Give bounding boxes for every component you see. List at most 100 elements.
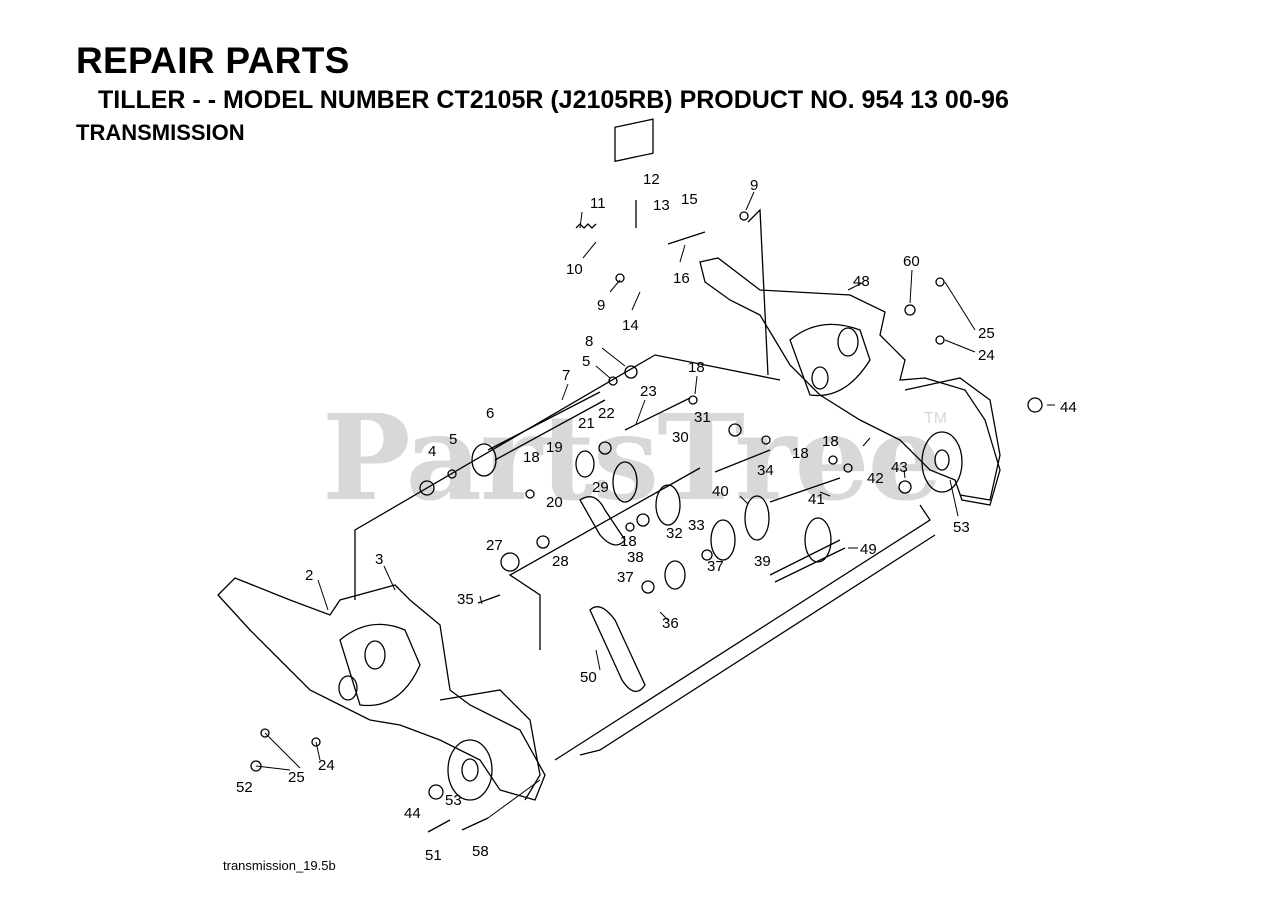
callout-15: 15 [681, 191, 698, 208]
sprocket-49 [804, 517, 832, 563]
leader [561, 383, 569, 401]
leader [944, 339, 976, 353]
gear-6 [471, 443, 497, 477]
callout-28: 28 [552, 553, 569, 570]
callout-4: 4 [428, 443, 436, 460]
callout-37: 37 [617, 569, 634, 586]
frame-outline-mid [508, 467, 701, 650]
callout-2: 2 [305, 567, 313, 584]
callout-52: 52 [236, 779, 253, 796]
bearing-44b [428, 784, 444, 800]
gear-21 [575, 450, 595, 478]
callout-34: 34 [757, 462, 774, 479]
callout-21: 21 [578, 415, 595, 432]
callout-41: 41 [808, 491, 825, 508]
page-subtitle: TILLER - - MODEL NUMBER CT2105R (J2105RB… [98, 86, 1009, 114]
right-housing-bore [837, 327, 859, 357]
callout-12: 12 [643, 171, 660, 188]
callout-53: 53 [953, 519, 970, 536]
callout-6: 6 [486, 405, 494, 422]
frame-outline-top [354, 354, 781, 600]
callout-14: 14 [622, 317, 639, 334]
callout-18: 18 [523, 449, 540, 466]
frame-outline-bottom [554, 504, 931, 761]
callout-33: 33 [688, 517, 705, 534]
sprocket-33 [655, 484, 681, 526]
callout-18: 18 [620, 533, 637, 550]
right-cover [904, 377, 1001, 501]
bearing-27 [500, 552, 520, 572]
leader [679, 244, 686, 263]
leader [601, 347, 626, 367]
callout-18: 18 [822, 433, 839, 450]
left-housing-inner [339, 623, 421, 707]
shaft-7b [494, 399, 606, 461]
callout-16: 16 [673, 270, 690, 287]
callout-39: 39 [754, 553, 771, 570]
bolt-51 [427, 819, 451, 833]
leader [694, 375, 698, 395]
leader [264, 732, 301, 769]
callout-19: 19 [546, 439, 563, 456]
callout-38: 38 [627, 549, 644, 566]
right-pulley [921, 431, 963, 493]
callout-8: 8 [585, 333, 593, 350]
callout-25: 25 [978, 325, 995, 342]
callout-40: 40 [712, 483, 729, 500]
callout-9: 9 [750, 177, 758, 194]
washer-9b [615, 273, 625, 283]
leader [949, 479, 959, 517]
shaft-41 [769, 477, 841, 503]
frame-outline-base [579, 534, 936, 756]
callout-44: 44 [1060, 399, 1077, 416]
bearing-4 [419, 480, 435, 496]
leader [595, 365, 611, 379]
callout-27: 27 [486, 537, 503, 554]
bearing-32 [636, 513, 650, 527]
left-housing-bore-2 [338, 675, 358, 701]
bracket-14 [614, 118, 654, 163]
leader [862, 437, 871, 447]
shaft-49b [774, 547, 846, 583]
callout-48: 48 [853, 273, 870, 290]
left-pulley [447, 739, 493, 801]
shaft-7 [487, 391, 601, 451]
callout-32: 32 [666, 525, 683, 542]
frame-bracket-9 [747, 208, 769, 376]
input-shaft-16 [667, 231, 706, 245]
callout-53: 53 [445, 792, 462, 809]
right-pulley-hub [934, 449, 950, 471]
leader [609, 279, 621, 293]
leader [903, 469, 906, 479]
callout-22: 22 [598, 405, 615, 422]
callout-36: 36 [662, 615, 679, 632]
leader [659, 611, 669, 621]
bearing-44 [1027, 397, 1043, 413]
part-drawings [217, 118, 1043, 833]
right-housing [699, 257, 1001, 506]
leader [595, 649, 601, 671]
callout-20: 20 [546, 494, 563, 511]
washer-18c [761, 435, 771, 445]
leader [579, 211, 583, 229]
leader [847, 282, 863, 291]
bearing-37 [641, 580, 655, 594]
bearing-31 [728, 423, 742, 437]
leader [631, 291, 641, 311]
bearing-22 [598, 441, 612, 455]
sprocket-39 [710, 519, 736, 561]
washer-18 [688, 395, 698, 405]
nut-52 [250, 760, 262, 772]
callout-37: 37 [707, 558, 724, 575]
leader [317, 579, 329, 611]
leader [479, 595, 483, 605]
leader [944, 281, 976, 331]
nut-60 [904, 304, 916, 316]
leader [635, 399, 646, 425]
callout-50: 50 [580, 669, 597, 686]
bolt-25 [935, 277, 945, 287]
watermark: PartsTree [322, 388, 943, 527]
right-housing-inner [789, 323, 871, 397]
